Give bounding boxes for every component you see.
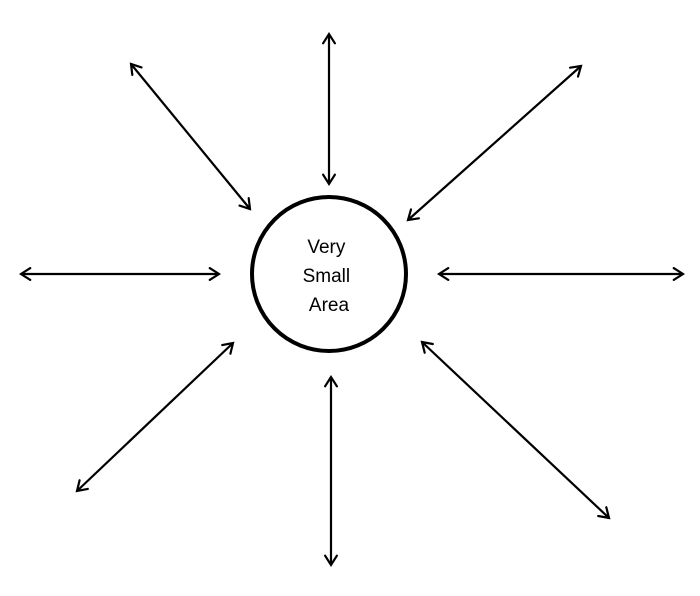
arrow-west <box>18 267 222 281</box>
arrow-northeast <box>406 64 583 222</box>
arrow-east-head-outer <box>672 267 686 281</box>
arrow-south <box>324 374 338 568</box>
center-circle <box>250 195 408 353</box>
center-label: Very Small Area <box>303 237 356 316</box>
arrow-southeast-head-outer <box>597 506 611 520</box>
arrow-northeast-head-inner <box>406 208 420 222</box>
arrow-northeast-shaft <box>407 65 582 221</box>
arrow-southeast-head-inner <box>420 340 434 354</box>
arrow-northwest-head-outer <box>129 62 143 76</box>
arrow-southwest-head-outer <box>75 479 89 493</box>
arrow-west-head-inner <box>208 267 222 281</box>
arrows-group <box>18 31 686 568</box>
arrow-south-head-outer <box>324 554 338 568</box>
arrow-west-head-outer <box>18 267 32 281</box>
arrow-southwest <box>75 341 235 493</box>
arrow-east <box>436 267 686 281</box>
arrow-northwest <box>129 62 252 211</box>
arrow-southwest-shaft <box>76 342 234 492</box>
arrow-northwest-shaft <box>130 63 251 210</box>
center-label-line-3: Area <box>309 295 350 316</box>
center-label-line-1: Very <box>307 237 346 258</box>
arrow-south-head-inner <box>324 374 338 388</box>
arrow-southwest-head-inner <box>221 341 235 355</box>
arrow-southeast <box>420 340 611 520</box>
arrow-north-head-inner <box>322 173 336 187</box>
arrow-north <box>322 31 336 187</box>
arrow-northeast-head-outer <box>569 64 583 78</box>
arrow-east-head-inner <box>436 267 450 281</box>
arrow-southeast-shaft <box>421 341 610 519</box>
arrow-northwest-head-inner <box>238 197 252 211</box>
center-label-line-2: Small <box>303 266 351 287</box>
arrow-north-head-outer <box>322 31 336 45</box>
